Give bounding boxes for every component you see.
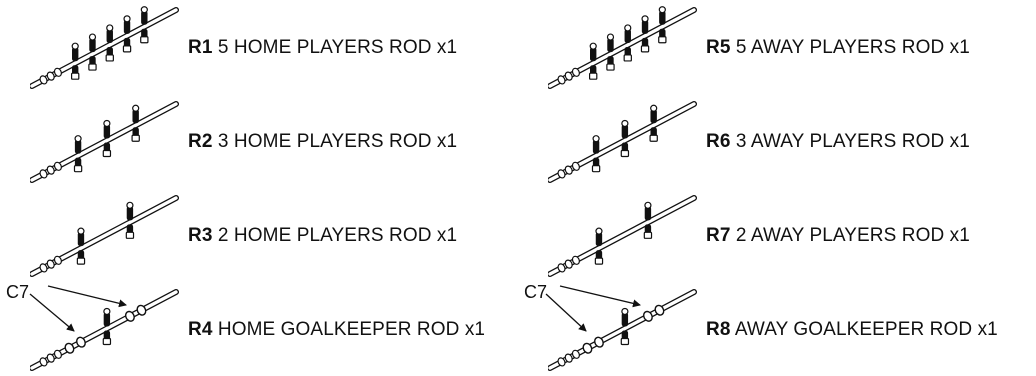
player-figure [102, 119, 112, 158]
part-description: HOME GOALKEEPER ROD x1 [217, 319, 486, 340]
callout-c7-left: C7 [6, 282, 30, 302]
rod-bumper [564, 259, 573, 269]
rod-illustration-r7 [548, 195, 697, 277]
rod-illustration-r4 [30, 289, 179, 371]
part-r4: R4 HOME GOALKEEPER ROD x1 [0, 282, 518, 376]
rod-bumper [557, 357, 566, 367]
part-description: 3 AWAY PLAYERS ROD x1 [735, 131, 970, 152]
c7-bumper [654, 304, 665, 316]
rod-bumper [39, 357, 48, 367]
c7-bumper [124, 310, 135, 322]
rod-illustration-r8 [548, 289, 697, 371]
part-r7: R7 2 AWAY PLAYERS ROD x1 [518, 188, 1036, 282]
rod-bumper [571, 67, 580, 77]
part-r5: R5 5 AWAY PLAYERS ROD x1 [518, 0, 1036, 94]
part-code: R5 [706, 37, 731, 58]
part-r6: R6 3 AWAY PLAYERS ROD x1 [518, 94, 1036, 188]
part-r3: R3 2 HOME PLAYERS ROD x1 [0, 188, 518, 282]
rod-bumper [53, 255, 62, 265]
rod-bumper [564, 353, 573, 363]
player-figure [131, 104, 140, 142]
part-description: 5 AWAY PLAYERS ROD x1 [735, 37, 970, 58]
rod-bumper [46, 71, 55, 81]
player-figure [620, 119, 630, 158]
rod-bumper [46, 353, 55, 363]
part-description: 2 HOME PLAYERS ROD x1 [217, 225, 458, 246]
player-figure [643, 201, 653, 239]
part-description: 2 AWAY PLAYERS ROD x1 [735, 225, 970, 246]
part-description: 3 HOME PLAYERS ROD x1 [217, 131, 458, 152]
part-r8: R8 AWAY GOALKEEPER ROD x1 [518, 282, 1036, 376]
part-label: R3 2 HOME PLAYERS ROD x1 [188, 225, 457, 247]
rod-bumper [39, 169, 48, 179]
part-code: R1 [188, 37, 213, 58]
player-figure [623, 24, 632, 62]
part-label: R6 3 AWAY PLAYERS ROD x1 [706, 131, 970, 153]
c7-bumper [594, 336, 604, 348]
rod-illustration-r1 [30, 6, 179, 89]
player-figure [140, 6, 149, 44]
rod-illustration-r6 [548, 101, 697, 183]
part-code: R6 [706, 131, 731, 152]
rod-bumper [557, 169, 566, 179]
player-figure [73, 135, 83, 173]
rod-bumper [39, 75, 48, 85]
part-code: R3 [188, 225, 213, 246]
part-r2: R2 3 HOME PLAYERS ROD x1 [0, 94, 518, 188]
c7-bumper [582, 342, 593, 354]
part-label: R1 5 HOME PLAYERS ROD x1 [188, 37, 457, 59]
rod-bumper [46, 165, 55, 175]
part-label: R7 2 AWAY PLAYERS ROD x1 [706, 225, 970, 247]
player-figure [76, 227, 86, 265]
player-figure [105, 24, 114, 62]
rod-bumper [557, 75, 566, 85]
c7-bumper [64, 342, 75, 354]
rod-bumper [557, 263, 566, 273]
player-figure [649, 104, 658, 142]
player-figure [125, 201, 135, 239]
player-figure [588, 42, 598, 80]
rod-bumper [571, 349, 580, 359]
part-code: R8 [706, 319, 731, 340]
part-code: R7 [706, 225, 731, 246]
part-description: AWAY GOALKEEPER ROD x1 [734, 319, 998, 340]
part-code: R4 [188, 319, 213, 340]
part-label: R8 AWAY GOALKEEPER ROD x1 [706, 319, 998, 341]
c7-bumper [642, 310, 653, 322]
part-label: R2 3 HOME PLAYERS ROD x1 [188, 131, 457, 153]
rod-bumper [564, 165, 573, 175]
rod-bumper [571, 255, 580, 265]
part-label: R4 HOME GOALKEEPER ROD x1 [188, 319, 485, 341]
rod-bumper [53, 349, 62, 359]
part-description: 5 HOME PLAYERS ROD x1 [217, 37, 458, 58]
part-code: R2 [188, 131, 213, 152]
player-figure [640, 15, 650, 53]
rod-bumper [53, 67, 62, 77]
part-r1: R1 5 HOME PLAYERS ROD x1 [0, 0, 518, 94]
player-figure [102, 307, 112, 346]
rod-illustration-r5 [548, 6, 697, 89]
player-figure [606, 33, 615, 71]
part-label: R5 5 AWAY PLAYERS ROD x1 [706, 37, 970, 59]
rod-bumper [53, 161, 62, 171]
c7-bumper [136, 304, 147, 316]
rod-illustration-r3 [30, 195, 179, 277]
player-figure [620, 307, 630, 346]
rod-illustration-r2 [30, 101, 179, 183]
player-figure [658, 6, 667, 44]
rod-bumper [46, 259, 55, 269]
rod-bumper [564, 71, 573, 81]
player-figure [591, 135, 601, 173]
player-figure [594, 227, 604, 265]
c7-bumper [76, 336, 86, 348]
player-figure [70, 42, 80, 80]
player-figure [122, 15, 132, 53]
rod-bumper [39, 263, 48, 273]
callout-c7-right: C7 [524, 282, 548, 302]
player-figure [88, 33, 97, 71]
rod-bumper [571, 161, 580, 171]
